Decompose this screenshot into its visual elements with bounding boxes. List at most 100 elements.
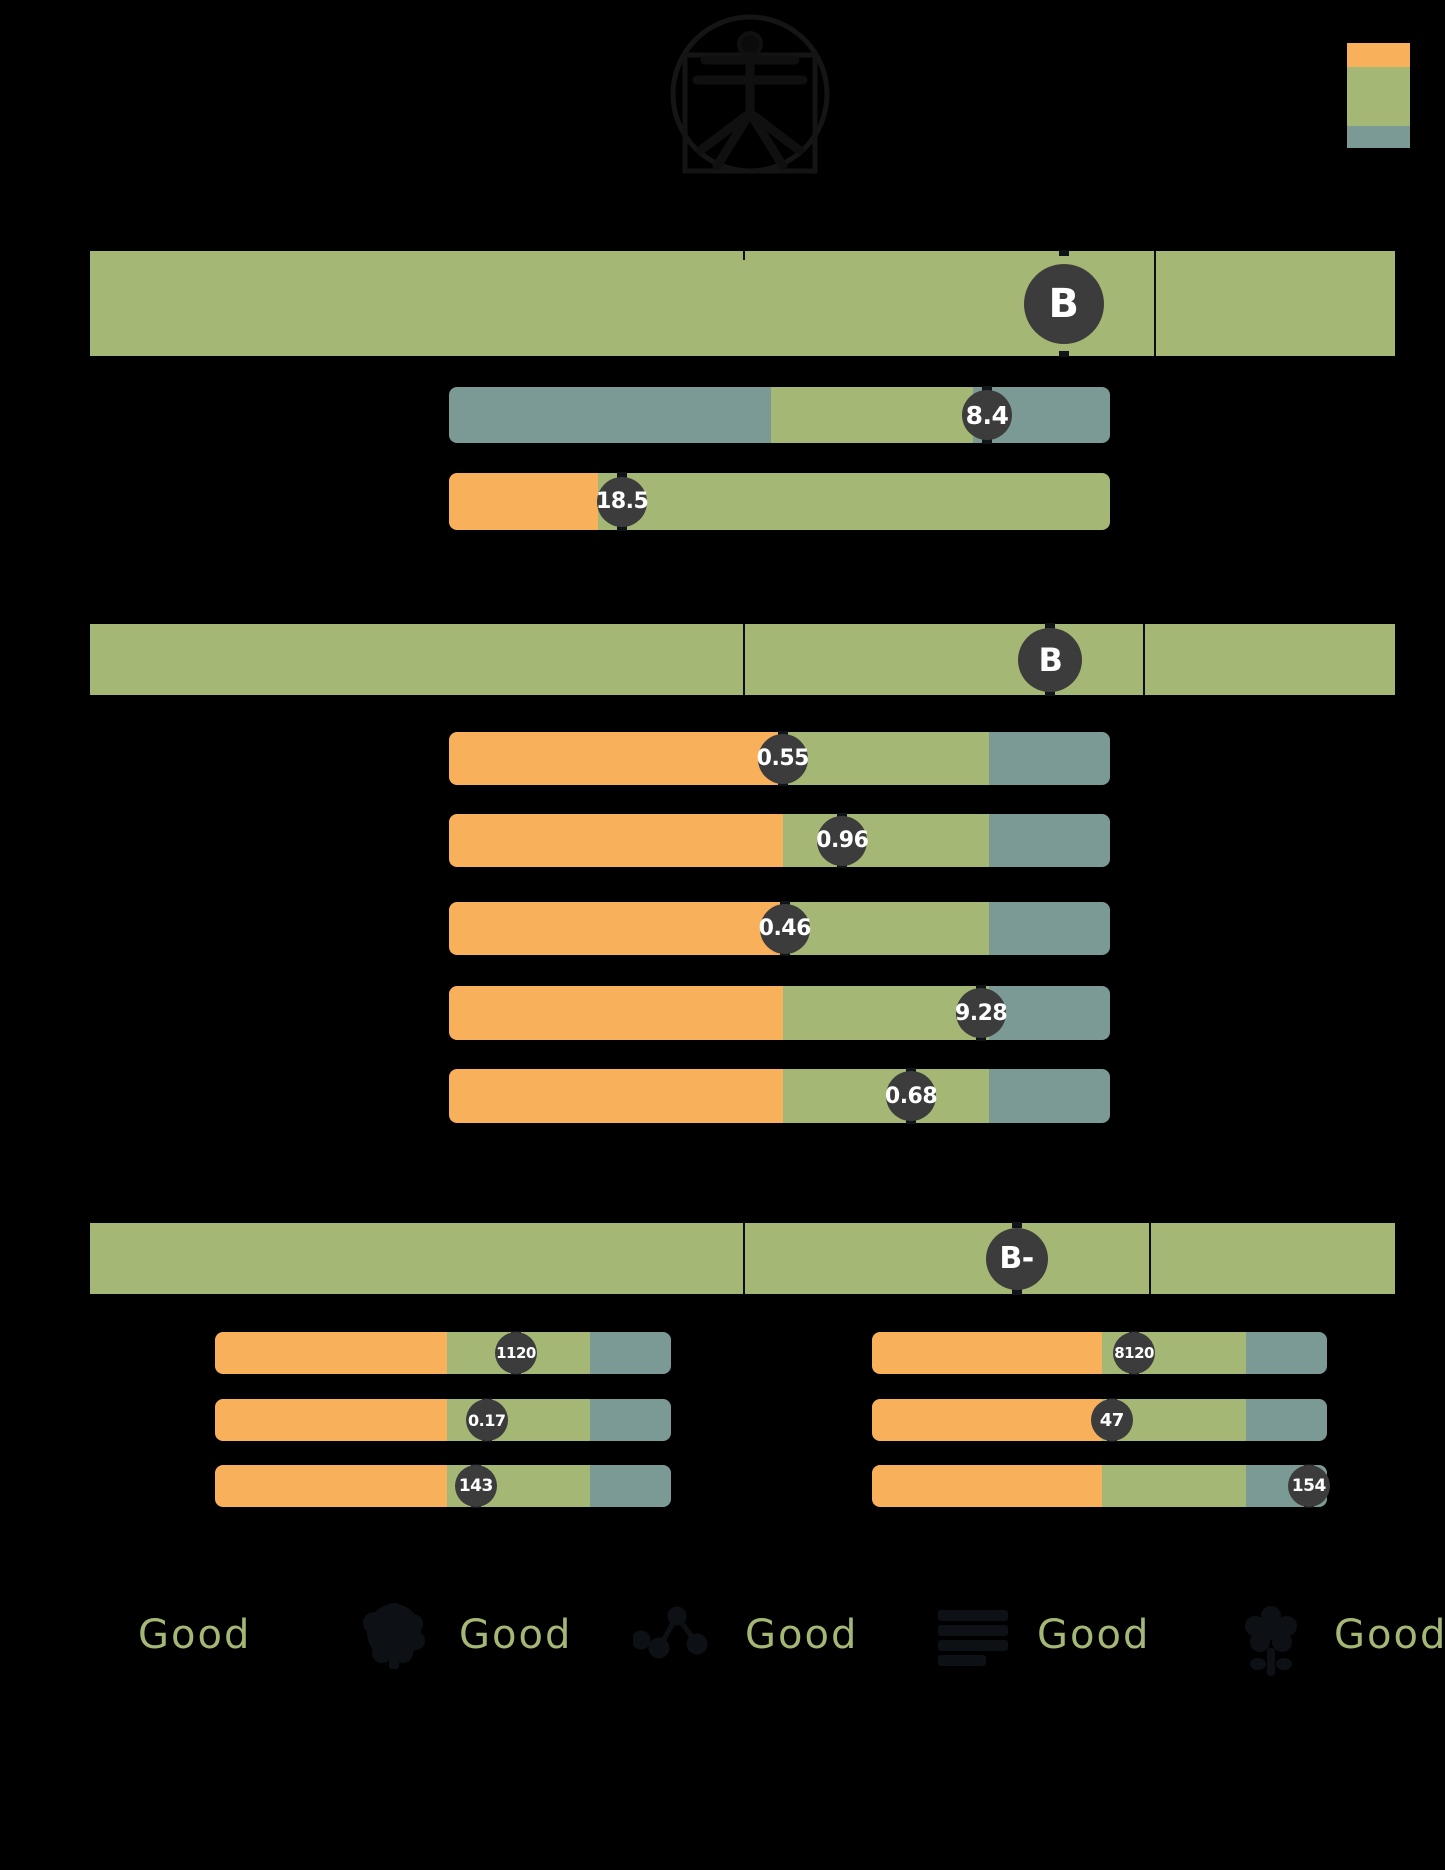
- metric-bar-1120-zones: [215, 1332, 671, 1374]
- metric-bar-154-zones: [872, 1465, 1327, 1507]
- status-label-1: Good: [138, 1612, 252, 1658]
- zone-teal: [1246, 1399, 1327, 1441]
- metric-bar-1120: 1120: [215, 1331, 671, 1375]
- metric-bar-8.4-zones: [449, 387, 1110, 443]
- value-badge-1120: 1120: [494, 1332, 537, 1374]
- legend-swatch-teal: [1347, 126, 1410, 148]
- zone-orange: [872, 1399, 1102, 1441]
- zone-green: [782, 986, 990, 1040]
- metric-bar-9.28-zones: [449, 986, 1110, 1040]
- metric-bar-0.55: 0.55: [449, 731, 1110, 786]
- metric-bar-143: 143: [215, 1464, 671, 1508]
- value-badge-154: 154: [1287, 1465, 1330, 1507]
- value-badge-18.5: 18.5: [596, 476, 649, 527]
- metric-bar-8120-zones: [872, 1332, 1327, 1374]
- score-legend: [1347, 43, 1410, 148]
- metric-bar-0.46: 0.46: [449, 901, 1110, 956]
- zone-green: [782, 1069, 990, 1123]
- zone-orange: [215, 1332, 448, 1374]
- zone-orange: [449, 814, 783, 867]
- grade-divider: [1153, 251, 1156, 356]
- zone-orange: [872, 1332, 1102, 1374]
- zone-teal: [989, 732, 1110, 785]
- grade-badge-B: B: [1023, 263, 1104, 344]
- zone-orange: [449, 1069, 783, 1123]
- zone-orange: [215, 1399, 448, 1441]
- flower-icon: [1245, 1606, 1297, 1676]
- metric-bar-18.5-zones: [449, 473, 1110, 530]
- metric-bar-9.28: 9.28: [449, 985, 1110, 1041]
- value-badge-0.55: 0.55: [757, 733, 809, 784]
- marker-tick: [906, 1118, 917, 1124]
- value-badge-0.68: 0.68: [885, 1071, 938, 1121]
- metric-bar-0.68: 0.68: [449, 1068, 1110, 1124]
- zone-orange: [449, 902, 783, 955]
- zone-orange: [449, 732, 783, 785]
- metric-bar-143-zones: [215, 1465, 671, 1507]
- zone-green: [782, 902, 990, 955]
- grade-bar-3-zones: [90, 1223, 1395, 1294]
- grade-bar-2: B: [90, 623, 1395, 696]
- zone-teal: [449, 387, 771, 443]
- value-badge-47: 47: [1090, 1399, 1133, 1441]
- zone-orange: [449, 473, 598, 530]
- value-badge-0.46: 0.46: [759, 903, 811, 954]
- metric-bar-154: 154: [872, 1464, 1330, 1508]
- grade-bar-1: B: [90, 250, 1395, 357]
- zone-teal: [589, 1399, 671, 1441]
- metric-bar-0.96-zones: [449, 814, 1110, 867]
- grade-divider: [742, 624, 745, 695]
- zone-green: [90, 624, 1395, 695]
- zone-teal: [989, 1069, 1110, 1123]
- legend-swatch-orange: [1347, 43, 1410, 67]
- zone-green: [770, 387, 974, 443]
- grade-divider: [1148, 1223, 1151, 1294]
- zone-teal: [589, 1465, 671, 1507]
- grade-badge-B: B: [1018, 627, 1083, 692]
- vitruvian-man-logo: [670, 14, 830, 174]
- marker-tick: [976, 1035, 987, 1041]
- status-label-3: Good: [745, 1612, 859, 1658]
- legend-swatch-green: [1347, 67, 1410, 126]
- zone-green: [90, 1223, 1395, 1294]
- value-badge-143: 143: [454, 1465, 497, 1507]
- value-badge-0.17: 0.17: [465, 1399, 508, 1441]
- metric-bar-0.46-zones: [449, 902, 1110, 955]
- grade-divider: [742, 1223, 745, 1294]
- marker-tick: [1011, 1222, 1022, 1228]
- zone-teal: [1246, 1332, 1327, 1374]
- grade-badge-B-: B-: [985, 1227, 1048, 1290]
- status-label-4: Good: [1037, 1612, 1151, 1658]
- zone-green: [597, 473, 1110, 530]
- metric-bar-8.4: 8.4: [449, 386, 1110, 444]
- metric-bar-0.55-zones: [449, 732, 1110, 785]
- marker-tick: [1045, 690, 1056, 696]
- marker-tick: [982, 386, 993, 392]
- marker-tick: [617, 525, 628, 531]
- grade-bar-2-zones: [90, 624, 1395, 695]
- metric-bar-0.68-zones: [449, 1069, 1110, 1123]
- marker-tick: [1058, 351, 1069, 357]
- marker-tick: [1011, 1289, 1022, 1295]
- zone-green: [782, 814, 990, 867]
- metric-bar-47: 47: [872, 1398, 1327, 1442]
- zone-teal: [589, 1332, 671, 1374]
- marker-tick: [1045, 623, 1056, 629]
- status-label-2: Good: [459, 1612, 573, 1658]
- status-label-5: Good: [1334, 1612, 1445, 1658]
- zone-teal: [989, 902, 1110, 955]
- marker-tick: [982, 438, 993, 444]
- grade-divider: [742, 251, 745, 260]
- metric-bar-0.17-zones: [215, 1399, 671, 1441]
- metric-bar-8120: 8120: [872, 1331, 1327, 1375]
- value-badge-0.96: 0.96: [816, 815, 869, 866]
- zone-green: [782, 732, 990, 785]
- metric-bar-0.96: 0.96: [449, 813, 1110, 868]
- value-badge-8.4: 8.4: [962, 390, 1013, 440]
- metric-bar-18.5: 18.5: [449, 472, 1110, 531]
- value-badge-9.28: 9.28: [955, 988, 1008, 1038]
- zone-teal: [989, 814, 1110, 867]
- metric-bar-0.17: 0.17: [215, 1398, 671, 1442]
- zone-green: [90, 251, 1395, 356]
- brain-icon: [363, 1603, 425, 1669]
